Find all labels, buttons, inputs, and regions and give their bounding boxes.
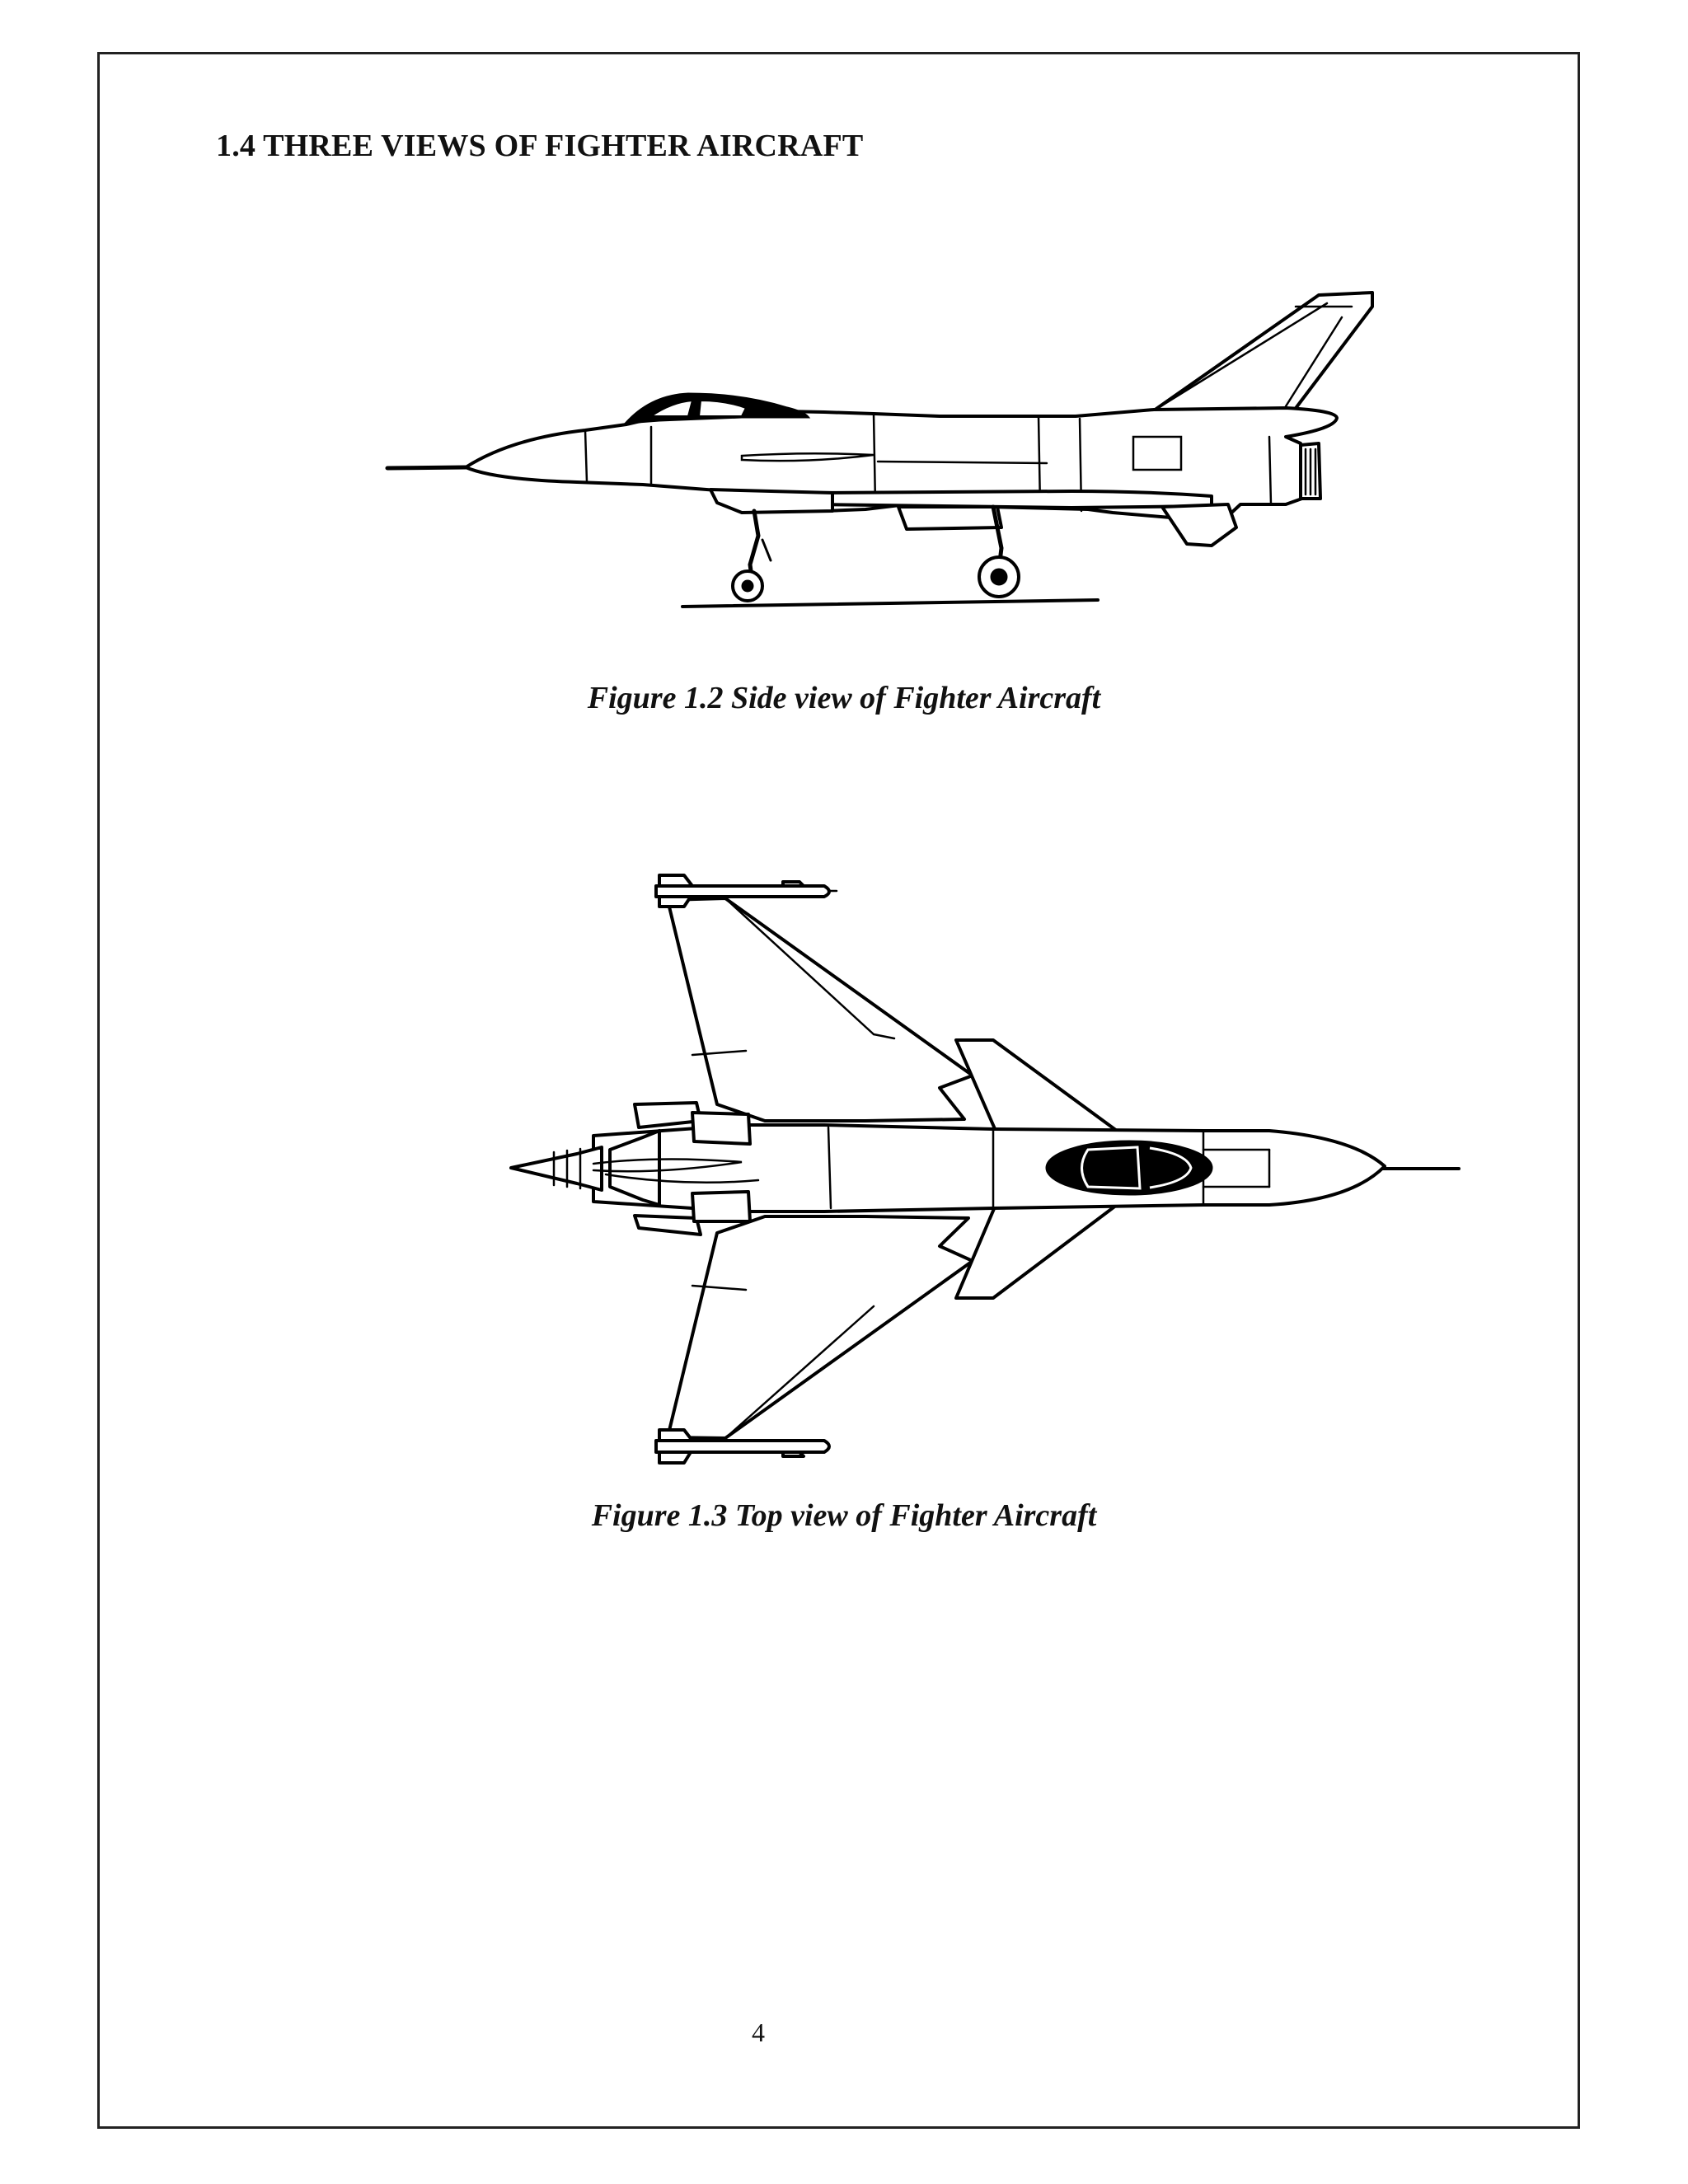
nose-landing-gear — [731, 509, 772, 602]
fuselage-top — [592, 1123, 1386, 1213]
page-number: 4 — [752, 2018, 765, 2047]
ground-line — [681, 598, 1100, 608]
page-border — [97, 52, 1580, 2129]
section-heading: 1.4 THREE VIEWS OF FIGHTER AIRCRAFT — [216, 129, 864, 163]
upper-canard — [954, 1038, 1118, 1132]
rear-nozzle — [509, 1146, 603, 1192]
upper-wing — [666, 897, 974, 1122]
lower-canard — [954, 1203, 1118, 1300]
main-landing-gear — [978, 504, 1020, 598]
upper-wingtip-missile — [654, 874, 838, 908]
engine-nozzle — [1299, 442, 1322, 500]
side-view-aircraft-drawing — [385, 291, 1374, 608]
lower-wing — [666, 1215, 974, 1440]
figure-caption-side-view: Figure 1.2 Side view of Fighter Aircraft — [587, 681, 1101, 715]
lower-wingtip-missile — [654, 1428, 831, 1465]
top-view-aircraft-drawing — [509, 874, 1461, 1465]
underwing-store — [814, 490, 1213, 509]
cockpit-canopy — [1045, 1140, 1213, 1196]
figure-caption-top-view: Figure 1.3 Top view of Fighter Aircraft — [591, 1498, 1097, 1533]
